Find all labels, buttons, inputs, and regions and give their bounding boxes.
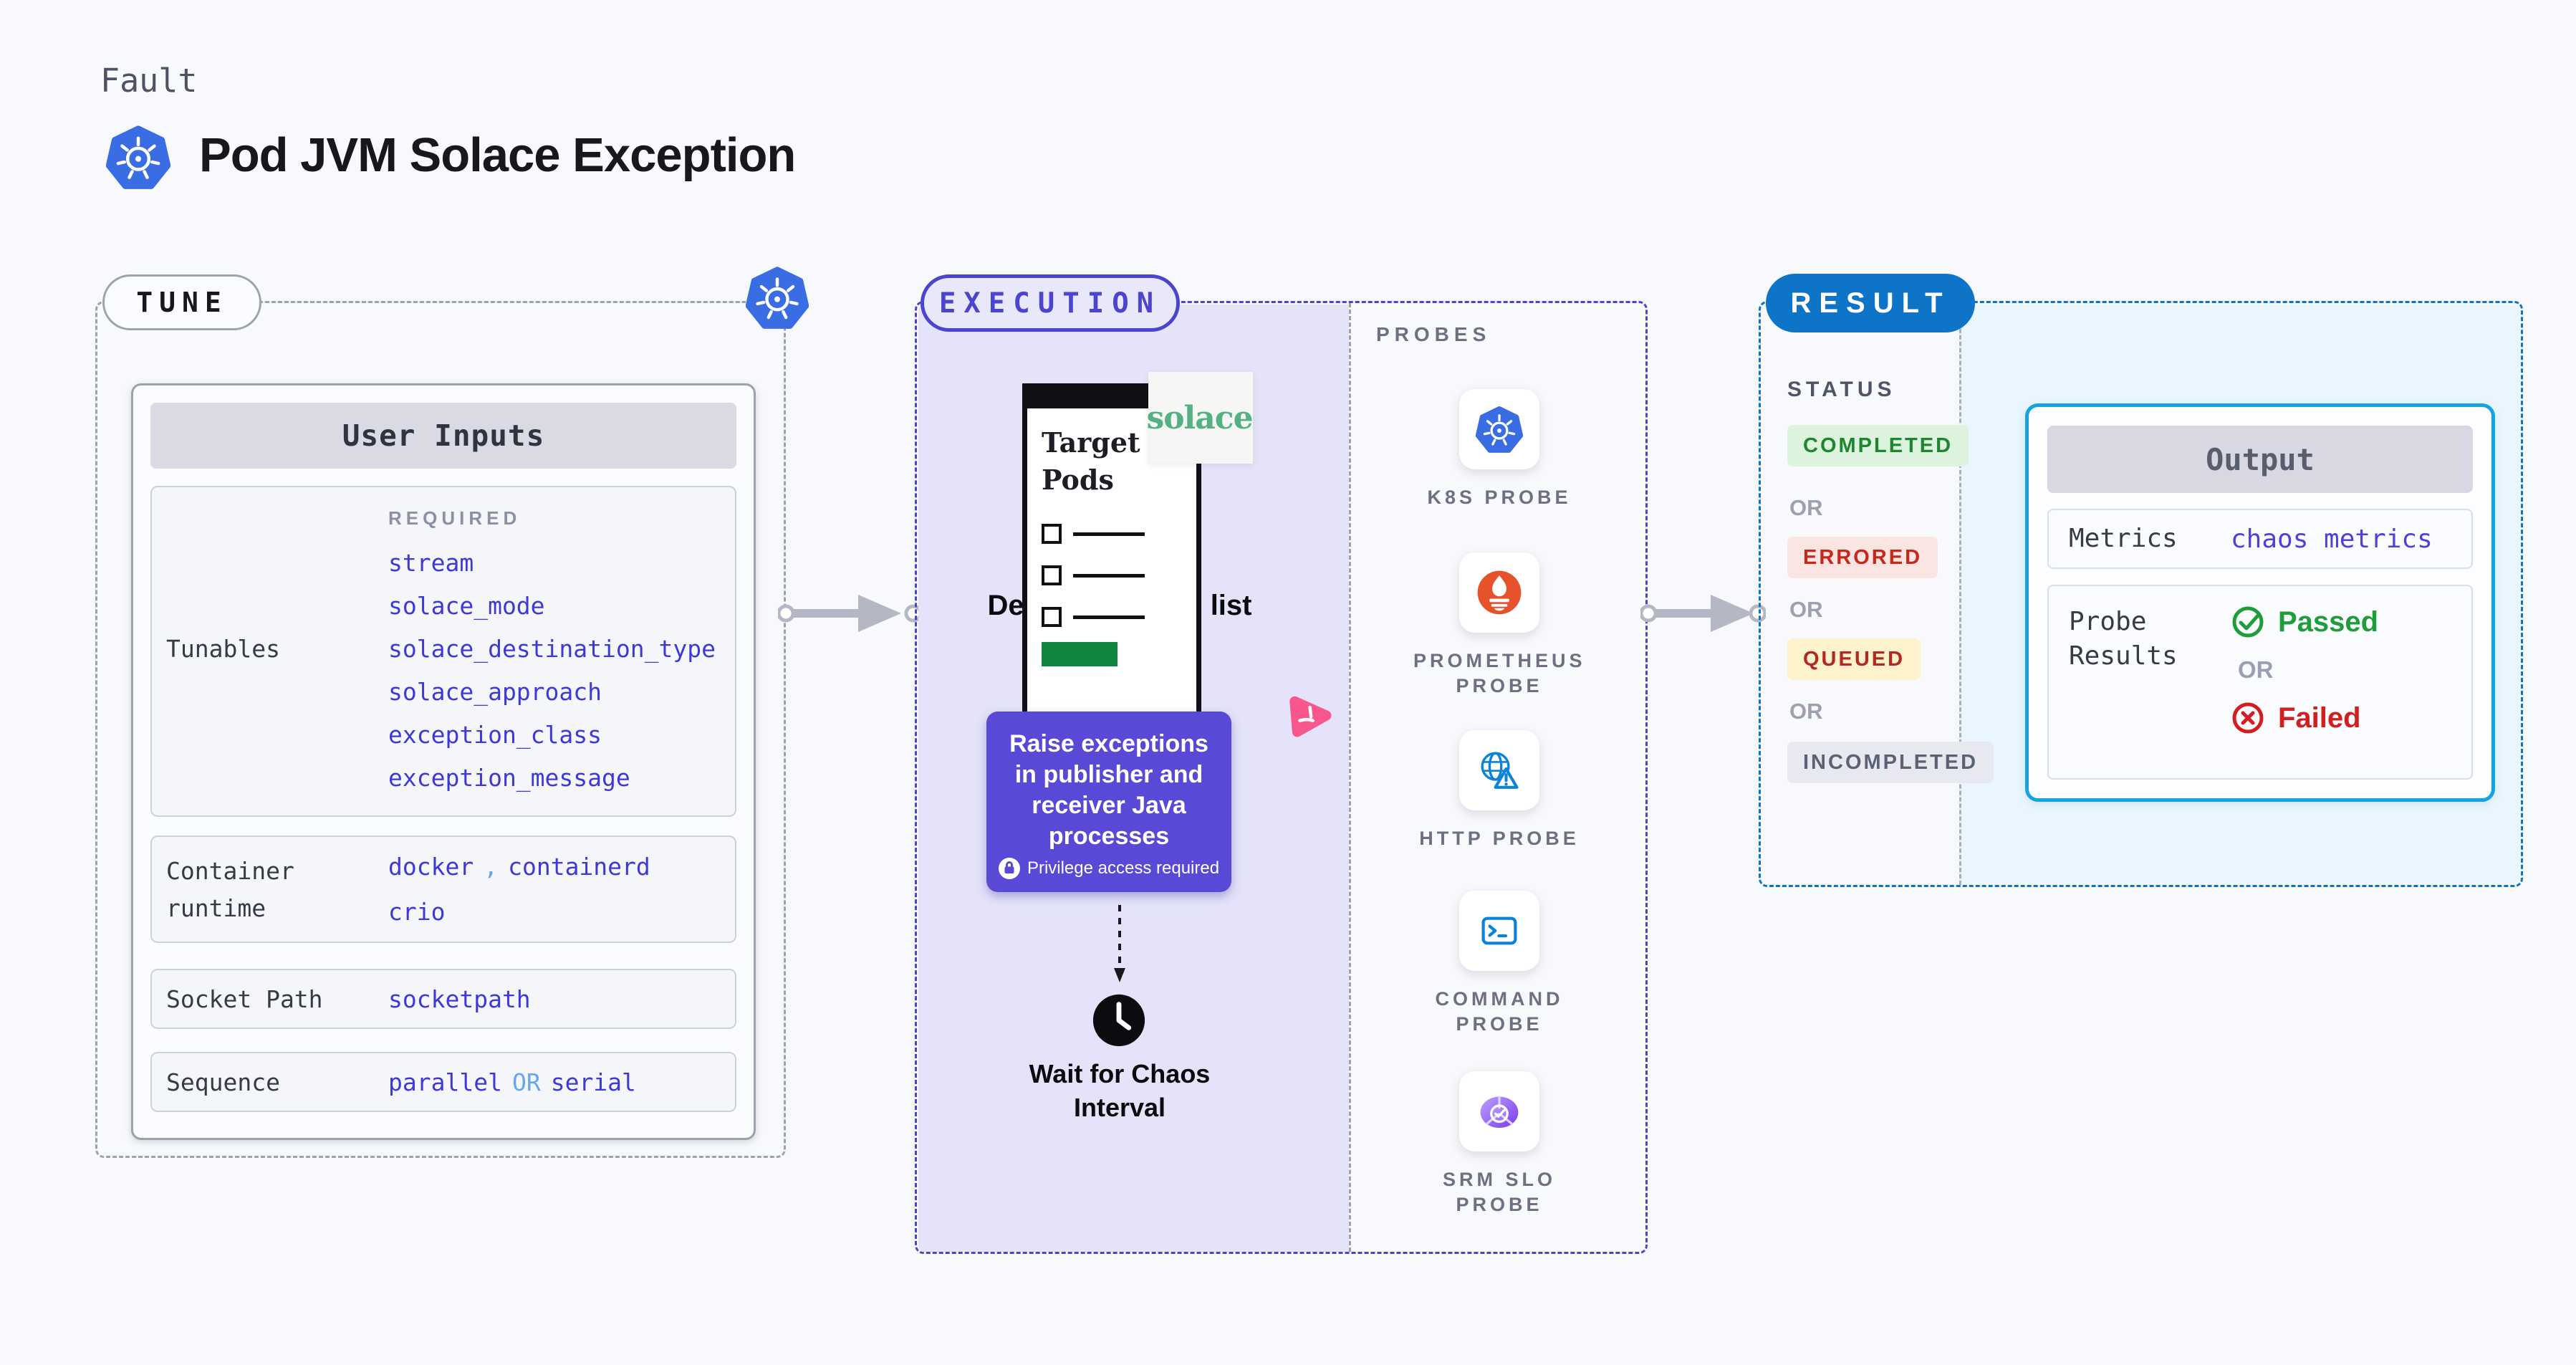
action-bar (1042, 642, 1118, 666)
sequence-row: Sequence parallel OR serial (150, 1052, 736, 1112)
status-divider (1959, 303, 1961, 885)
probe-item-command: COMMAND PROBE (1413, 891, 1585, 1037)
privilege-note: Privilege access required (1027, 858, 1220, 878)
probe-item-k8s: K8S PROBE (1413, 389, 1585, 510)
or-label: OR (1789, 699, 1823, 724)
pod-list-item (1042, 555, 1182, 596)
lock-icon (999, 858, 1020, 879)
passed-label: Passed (2278, 605, 2379, 638)
result-section: RESULT STATUS COMPLETED OR ERRORED OR QU… (1759, 274, 2523, 887)
tune-pill: TUNE (102, 274, 261, 330)
metrics-label: Metrics (2069, 524, 2178, 553)
result-pill: RESULT (1766, 274, 1975, 332)
sequence-value: parallel (388, 1068, 502, 1096)
kubernetes-icon (1476, 406, 1523, 453)
flow-arrow (778, 595, 921, 632)
checkbox-icon (1042, 565, 1062, 585)
chaos-action-box: Raise exceptions in publisher and receiv… (986, 712, 1231, 892)
execution-pill: EXECUTION (921, 274, 1180, 332)
failed-label: Failed (2278, 701, 2361, 734)
status-badge-errored: ERRORED (1787, 537, 1938, 578)
x-circle-icon (2231, 701, 2265, 735)
tunable-value: exception_class (388, 721, 602, 749)
status-badge-incompleted: INCOMPLETED (1787, 742, 1994, 783)
socket-path-label: Socket Path (166, 985, 323, 1013)
socket-path-value: socketpath (388, 985, 531, 1013)
status-heading: STATUS (1787, 378, 1896, 401)
user-inputs-card: User Inputs Tunables REQUIRED stream sol… (131, 383, 756, 1140)
probes-divider (1349, 303, 1351, 1252)
output-card: Output Metrics chaos metrics Probe Resul… (2025, 403, 2495, 802)
runtime-value: crio (388, 898, 446, 926)
container-runtime-label: Container runtime (166, 857, 294, 922)
tunable-value: solace_approach (388, 678, 602, 706)
page-title: Pod JVM Solace Exception (199, 128, 796, 182)
container-runtime-values: docker , containerd crio (388, 853, 650, 942)
execution-section: EXECUTION Target Pods solace Derive fina… (915, 274, 1648, 1254)
status-badge-completed: COMPLETED (1787, 425, 1969, 466)
tunable-value: solace_mode (388, 592, 545, 620)
probe-item-srm-slo: SRM SLO PROBE (1413, 1071, 1585, 1217)
probe-item-http: HTTP PROBE (1413, 730, 1585, 851)
or-label: OR (1789, 597, 1823, 622)
target-pods-title: Target Pods (1042, 426, 1140, 496)
checkbox-icon (1042, 524, 1062, 544)
tunable-value: stream (388, 549, 474, 577)
pod-list-item (1042, 596, 1182, 638)
litmus-chaos-icon (1279, 691, 1339, 744)
flow-arrow (1640, 595, 1766, 632)
check-circle-icon (2231, 605, 2265, 639)
or-conjunction: OR (511, 1068, 541, 1096)
tunables-row: Tunables REQUIRED stream solace_mode sol… (150, 486, 736, 817)
output-title: Output (2047, 426, 2473, 493)
or-label: OR (2238, 656, 2274, 683)
globe-alert-icon (1475, 746, 1524, 795)
separator: , (484, 853, 499, 881)
probe-results-values: Passed OR Failed (2231, 605, 2378, 778)
down-dashed-arrow (1112, 904, 1128, 987)
runtime-value: docker (388, 853, 474, 881)
list-line (1073, 532, 1145, 536)
kubernetes-icon (106, 125, 170, 189)
runtime-value: containerd (508, 853, 650, 881)
checkbox-icon (1042, 607, 1062, 627)
solace-logo: solace (1146, 372, 1254, 464)
tunables-values: REQUIRED stream solace_mode solace_desti… (388, 507, 716, 815)
socket-path-row: Socket Path socketpath (150, 969, 736, 1029)
required-label: REQUIRED (388, 507, 522, 529)
terminal-icon (1476, 908, 1522, 954)
fault-kicker: Fault (100, 62, 198, 100)
user-inputs-title: User Inputs (150, 403, 736, 469)
status-badge-queued: QUEUED (1787, 638, 1921, 680)
wait-chaos-interval-label: Wait for Chaos Interval (1029, 1059, 1211, 1122)
prometheus-icon (1476, 569, 1523, 616)
container-runtime-row: Container runtime docker , containerd cr… (150, 835, 736, 943)
tunables-label: Tunables (166, 635, 280, 663)
metrics-value: chaos metrics (2231, 524, 2433, 554)
or-label: OR (1789, 495, 1823, 520)
list-line (1073, 615, 1145, 619)
probes-heading: PROBES (1376, 323, 1491, 345)
tunable-value: solace_destination_type (388, 635, 716, 663)
tune-section: TUNE User Inputs Tunables REQUIRED strea… (95, 266, 809, 1158)
sequence-value: serial (550, 1068, 636, 1096)
clock-icon (1088, 990, 1150, 1051)
slo-check-icon (1476, 1088, 1523, 1135)
kubernetes-icon (746, 266, 809, 329)
list-line (1073, 573, 1145, 578)
tunable-value: exception_message (388, 764, 630, 792)
metrics-row: Metrics chaos metrics (2047, 509, 2473, 569)
probe-item-prometheus: PROMETHEUS PROBE (1413, 552, 1585, 699)
pod-list-item (1042, 513, 1182, 555)
probe-results-label: Probe Results (2069, 607, 2178, 671)
sequence-label: Sequence (166, 1068, 280, 1096)
probe-results-row: Probe Results Passed OR Failed (2047, 585, 2473, 780)
